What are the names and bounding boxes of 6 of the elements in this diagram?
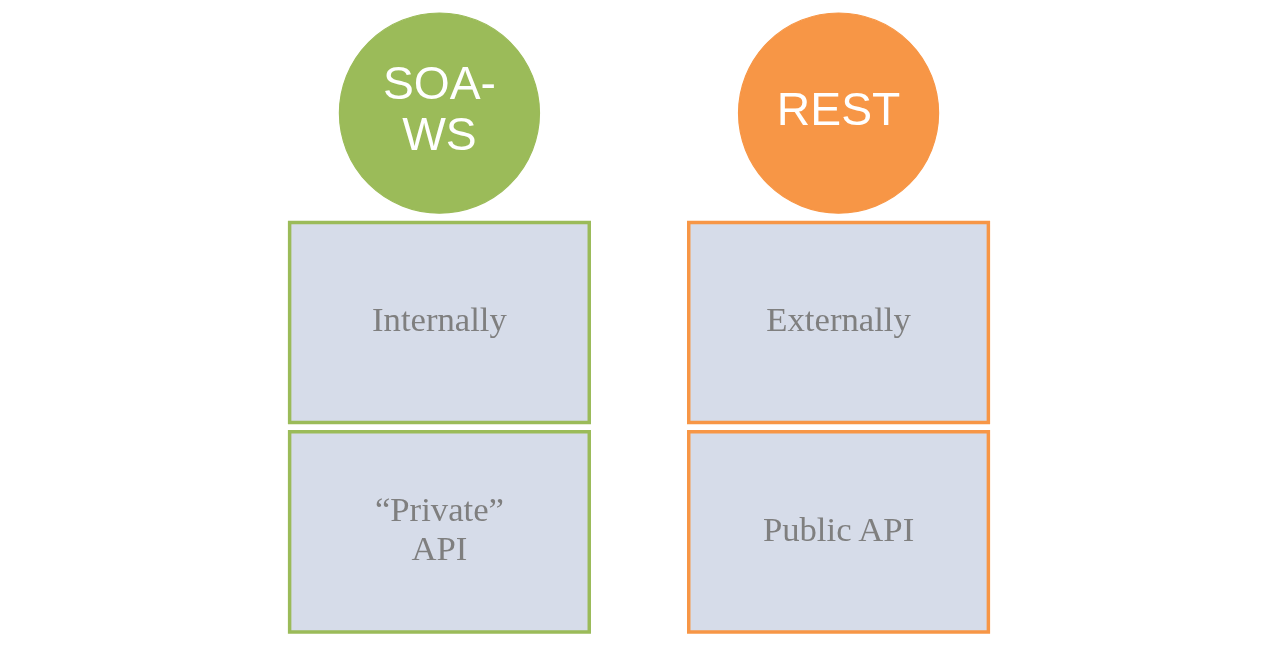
node-box: Internally: [287, 220, 591, 425]
node-box: Public API: [687, 430, 991, 634]
node-box: Externally: [687, 220, 991, 425]
node-box: “Private” API: [287, 430, 591, 634]
node-circle: SOA- WS: [338, 12, 541, 214]
node-circle: REST: [737, 12, 940, 214]
